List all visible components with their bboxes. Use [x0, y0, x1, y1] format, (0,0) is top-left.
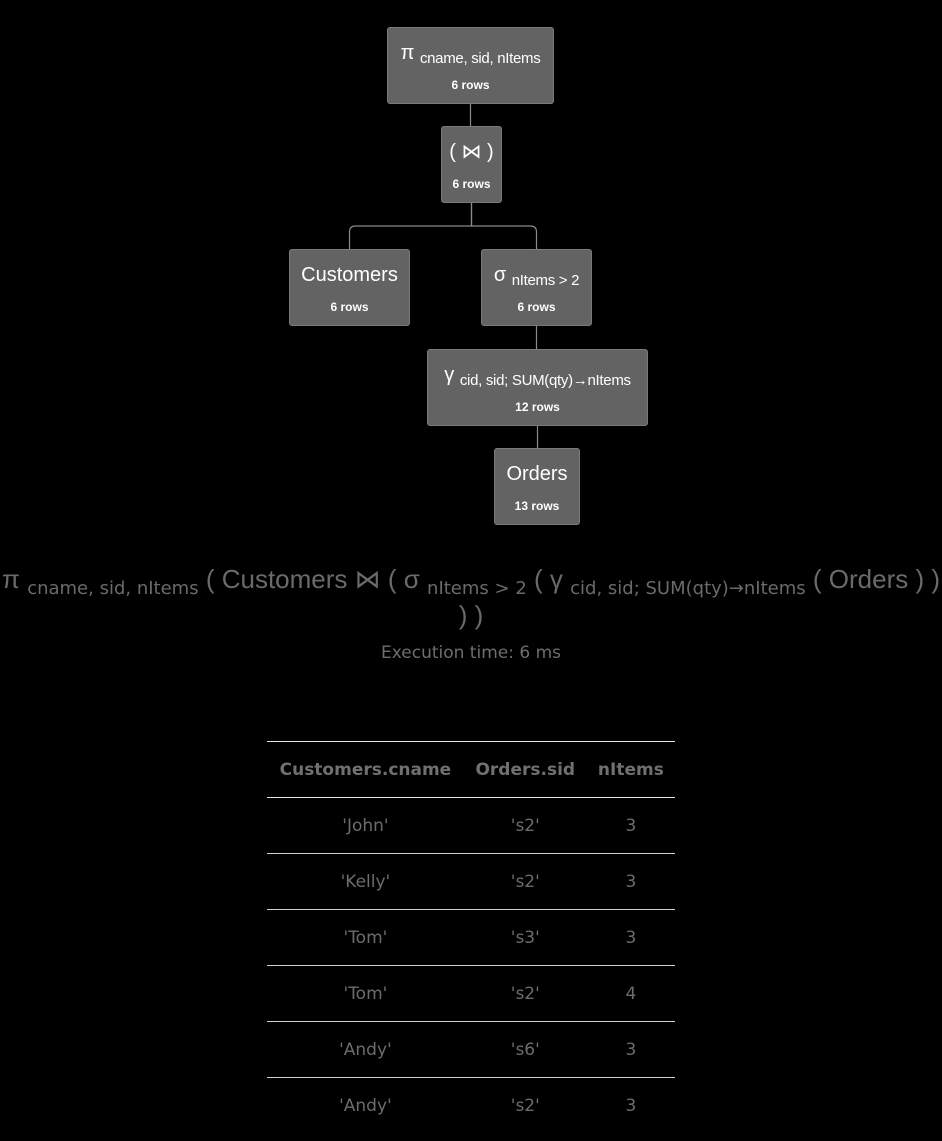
operator-symbol: γ: [444, 364, 455, 386]
table-cell: 's2': [463, 965, 587, 1022]
operator-parameters: cid, sid; SUM(qty)→nItems: [459, 372, 631, 389]
table-cell: 'Tom': [267, 965, 464, 1022]
node-title: Customers: [301, 264, 398, 286]
table-row: 'John''s2'3: [267, 797, 675, 854]
plan-node-label: σ nItems > 2: [482, 263, 591, 289]
relational-algebra-expression: π cname, sid, nItems ( Customers ⋈ ( σ n…: [0, 563, 942, 631]
plan-node-label: γ cid, sid; SUM(qty)→nItems: [428, 363, 647, 389]
column-header[interactable]: Customers.cname: [267, 741, 464, 798]
plan-node-customers[interactable]: Customers 6 rows: [289, 249, 410, 326]
row-count: 6 rows: [517, 300, 556, 314]
operator-parameters: cname, sid, nItems: [419, 50, 541, 67]
plan-node-select[interactable]: σ nItems > 2 6 rows: [481, 249, 592, 326]
column-header[interactable]: nItems: [586, 741, 675, 798]
table-cell: 'Andy': [267, 1021, 464, 1078]
table-cell: 's2': [463, 853, 587, 910]
table-cell: 'Kelly': [267, 853, 464, 910]
operator-parameters: nItems > 2: [511, 272, 580, 289]
plan-node-label: Orders: [495, 462, 579, 486]
plan-node-join[interactable]: ( ⋈ ) 6 rows: [441, 126, 502, 203]
expression-subscript: nItems > 2: [427, 578, 527, 599]
table-cell: 's2': [463, 797, 587, 854]
expression-token: ( Orders ) ) ) ): [458, 564, 940, 630]
row-count: 6 rows: [451, 78, 490, 92]
table-row: 'Andy''s6'3: [267, 1021, 675, 1078]
plan-node-label: Customers: [290, 263, 409, 287]
table-cell: 'John': [267, 797, 464, 854]
table-cell: 3: [586, 853, 675, 910]
table-cell: 'Andy': [267, 1077, 464, 1134]
plan-node-orders[interactable]: Orders 13 rows: [494, 448, 580, 525]
table-cell: 's2': [463, 1077, 587, 1134]
table-row: 'Tom''s3'3: [267, 909, 675, 966]
table-row: 'Kelly''s2'3: [267, 853, 675, 910]
plan-node-label: ( ⋈ ): [442, 140, 501, 164]
node-title: Orders: [506, 463, 568, 485]
row-count: 6 rows: [330, 300, 369, 314]
tree-edge-join-select: [470, 203, 538, 249]
table-cell: 'Tom': [267, 909, 464, 966]
plan-node-project[interactable]: π cname, sid, nItems 6 rows: [387, 27, 554, 104]
table-cell: 's6': [463, 1021, 587, 1078]
table-cell: 3: [586, 1077, 675, 1134]
table-row: 'Andy''s2'3: [267, 1077, 675, 1134]
row-count: 13 rows: [514, 499, 560, 513]
operator-symbol: π: [400, 42, 415, 64]
expression-subscript: cname, sid, nItems: [27, 578, 199, 599]
node-title: ( ⋈ ): [449, 141, 494, 163]
table-row: 'Tom''s2'4: [267, 965, 675, 1022]
column-header[interactable]: Orders.sid: [463, 741, 587, 798]
table-cell: 's3': [463, 909, 587, 966]
expression-token: ( γ: [534, 564, 563, 594]
expression-token: ( Customers ⋈ ( σ: [205, 564, 420, 594]
row-count: 12 rows: [515, 400, 560, 414]
execution-time: Execution time: 6 ms: [380, 643, 561, 663]
plan-node-label: π cname, sid, nItems: [388, 41, 553, 67]
expression-subscript: cid, sid; SUM(qty)→nItems: [570, 578, 806, 599]
expression-token: π: [2, 564, 20, 594]
tree-edges: [348, 104, 539, 448]
tree-edge-join-customers: [348, 203, 473, 249]
plan-node-group[interactable]: γ cid, sid; SUM(qty)→nItems 12 rows: [427, 349, 648, 426]
table-cell: 3: [586, 909, 675, 966]
table-body: 'John''s2'3'Kelly''s2'3'Tom''s3'3'Tom''s…: [267, 797, 675, 1134]
table-cell: 4: [586, 965, 675, 1022]
table-cell: 3: [586, 797, 675, 854]
operator-symbol: σ: [493, 264, 507, 286]
table-cell: 3: [586, 1021, 675, 1078]
row-count: 6 rows: [452, 177, 491, 191]
